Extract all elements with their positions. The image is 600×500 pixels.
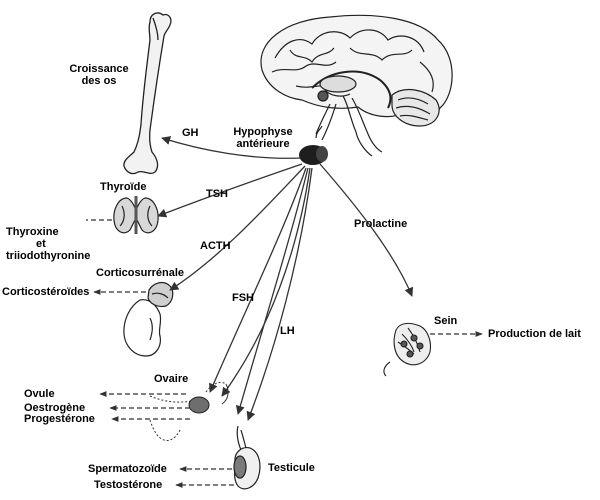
ovary-uterus-illustration	[149, 381, 229, 441]
femur-bone-illustration	[123, 12, 172, 175]
thyroid-illustration	[113, 196, 159, 234]
bone-growth-label-line2: des os	[81, 75, 117, 87]
thyroxine-label: Thyroxine et triiodothyronine	[6, 226, 112, 262]
arrow-tsh	[157, 163, 303, 218]
bone-growth-label: Croissance des os	[64, 63, 134, 87]
pituitary-label: Hypophyse antérieure	[228, 126, 298, 150]
arrow-prolactin	[319, 163, 414, 297]
brain-illustration	[260, 14, 453, 157]
hormone-arrows	[157, 136, 414, 421]
testicle-label: Testicule	[268, 462, 315, 474]
ovary-label: Ovaire	[154, 373, 189, 385]
progesterone-label: Progestérone	[24, 413, 95, 425]
breast-label: Sein	[434, 315, 458, 327]
breast-illustration	[383, 322, 432, 377]
lh-label: LH	[280, 325, 295, 337]
prolactin-label: Prolactine	[354, 218, 408, 230]
testicle-illustration	[233, 425, 261, 490]
adrenal-label: Corticosurrénale	[96, 267, 185, 279]
tsh-label: TSH	[206, 188, 228, 200]
adrenal-kidney-illustration	[123, 281, 174, 357]
thyroxine-label-line3: triiodothyronine	[6, 250, 91, 262]
gh-label: GH	[182, 127, 199, 139]
thyroid-label: Thyroïde	[100, 181, 147, 193]
arrow-fsh-testicle	[235, 167, 309, 415]
arrow-lh-ovary	[221, 167, 311, 397]
arrow-lh-testicle	[246, 167, 313, 421]
pituitary-gland	[299, 125, 328, 165]
acth-label: ACTH	[200, 240, 231, 252]
thyroxine-label-line1: Thyroxine	[6, 226, 59, 238]
sperm-label: Spermatozoïde	[88, 463, 167, 475]
ovule-label: Ovule	[24, 388, 55, 400]
arrow-acth	[169, 165, 306, 291]
oestrogen-label: Oestrogène	[24, 402, 86, 414]
thyroxine-label-line2: et	[36, 238, 46, 250]
bone-growth-label-line1: Croissance	[69, 63, 129, 75]
arrow-gh	[161, 136, 301, 159]
output-arrows	[86, 219, 483, 488]
corticosteroids-label: Corticostéroïdes	[2, 286, 90, 298]
fsh-label: FSH	[232, 292, 254, 304]
pituitary-label-line2: antérieure	[236, 138, 290, 150]
pituitary-label-line1: Hypophyse	[233, 126, 293, 138]
milk-production-label: Production de lait	[488, 328, 581, 340]
arrow-fsh-ovary	[209, 167, 307, 393]
testosterone-label: Testostérone	[94, 479, 163, 491]
